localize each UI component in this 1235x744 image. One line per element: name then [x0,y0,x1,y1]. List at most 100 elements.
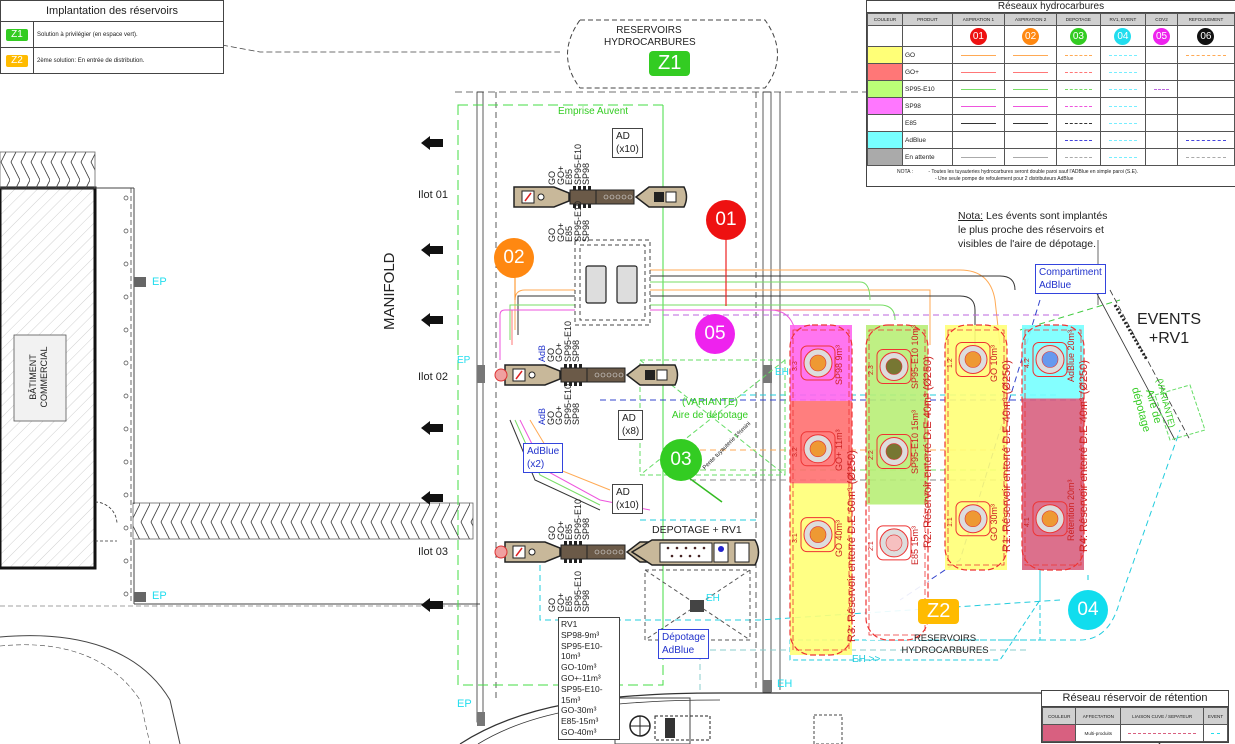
compartment-label: SP98 9m³ [834,344,844,385]
reseaux-product-row: En attente [867,148,1235,166]
bollard [123,261,129,267]
network-line-cell [1003,97,1058,115]
network-line-sample [1108,88,1138,90]
nota-events: Nota: Les évents sont implantés le plus … [958,210,1108,250]
ep-label: EP [457,355,471,366]
compartment-id: 3.2 [792,447,799,457]
rv1-list-item: SP98-9m³ [561,629,600,640]
bollard [123,492,129,498]
manhole-icon [800,431,836,467]
reseaux-number-cell: 06 [1176,25,1235,47]
network-line-cell [1099,80,1147,98]
network-line-cell [1176,63,1235,81]
rv1-list-item: GO-10m³ [561,662,597,673]
adblue-nozzle-icon [494,368,508,559]
manhole-icon [1032,501,1068,537]
network-line-cell [1003,114,1058,132]
manhole-icon [1032,342,1068,377]
network-line-cell [1099,114,1147,132]
network-line-sample [1065,156,1092,158]
network-line-cell [1099,97,1147,115]
network-line-cell [1145,97,1178,115]
reseaux-header-cell: RV1, EVENT [1099,13,1147,26]
tank-r4 [1021,324,1085,571]
eh-label: EH [775,367,789,378]
reseaux-header-cell: DEPOTAGE [1056,13,1101,26]
network-line-cell [1176,46,1235,64]
rv1-list-item: SP95-E10-10m³ [561,640,603,662]
network-line-sample [1108,105,1138,107]
product-color-swatch [867,131,903,149]
reseaux-header-cell: PRODUIT [902,13,953,26]
ep-label: EP [152,590,167,602]
manhole-icon [876,434,912,470]
z2-description: 2ème solution: En entrée de distribution… [37,57,145,64]
network-line-cell [1056,46,1101,64]
manifold-label: MANIFOLD [381,252,398,330]
network-line-sample [1013,54,1049,56]
tank-name: R4: Réservoir enterré D.E 40m³ (Ø250) [1078,360,1090,552]
network-line-cell [1099,63,1147,81]
compartment-label: SP95-E10 15m³ [910,409,920,474]
ilot-03-label: Ilot 03 [418,546,448,558]
tank-r1 [789,324,853,656]
retention-header: AFFECTATION [1075,707,1122,725]
product-color-swatch [867,63,903,81]
manifold-arrow-icon [421,136,443,150]
network-bubble-04: 04 [1068,590,1108,630]
reseaux-header-cell: COULEUR [867,13,903,26]
adblue-dispenser-box: AdBlue(x2) [523,443,564,473]
pump-product-label: SP98 [571,402,581,425]
bollard [123,393,129,399]
network-line-cell [951,97,1006,115]
network-line-cell [951,114,1006,132]
network-number-badge: 01 [969,27,987,45]
empty-cell [867,25,903,47]
network-line-cell [1056,63,1101,81]
z1-tag-large: Z1 [649,51,691,76]
compartment-label: E85 15m³ [910,525,920,565]
tank-name: R1: Réservoir enterré D.E 40m³ (Ø250) [1001,360,1013,552]
fuel-islands [494,186,760,566]
compartment-label: Rétention 20m³ [1066,479,1076,541]
tank-name: R2: Réservoir enterré D.E 40m³ (Ø250) [922,356,934,548]
retention-legend: Réseau réservoir de rétention COULEUR AF… [1041,690,1229,743]
network-line-cell [1056,114,1101,132]
z2-tag-large: Z2 [918,599,960,624]
z1-tag: Z1 [6,28,28,41]
manifold-arrow-icon [421,421,443,435]
network-line-sample [960,71,996,73]
retention-liaison-line [1120,724,1204,742]
compartment-label: GO 10m³ [989,344,999,382]
network-line-sample [1108,156,1138,158]
eh-label: EH [706,593,720,604]
tank-compartment [866,504,928,640]
network-line-cell [1099,131,1147,149]
compartment-id: 3.1 [792,532,799,543]
pump-product-label: SP98 [581,517,591,540]
network-bubble-02: 02 [494,238,534,278]
ep-label: EP [457,698,472,710]
reseaux-product-row: GO+ [867,63,1235,81]
network-line-sample [1065,122,1092,124]
network-line-sample [1013,105,1049,107]
network-line-cell [1176,80,1235,98]
reseaux-number-cell: 05 [1145,25,1178,47]
reseaux-number-cell: 03 [1056,25,1101,47]
reseaux-product-row: GO [867,46,1235,64]
tank-compartment [945,325,1007,448]
network-line-cell [1145,131,1178,149]
compartment-id: 2.2 [868,449,875,460]
product-name: En attente [902,148,953,166]
network-line-sample [1108,71,1138,73]
retention-header: EVENT [1202,707,1229,725]
implantation-legend: Implantation des réservoirs Z1 Solution … [0,0,224,74]
network-line-sample [960,156,996,158]
network-line-cell [1056,80,1101,98]
legend-row-z2: Z2 2ème solution: En entrée de distribut… [1,48,223,73]
network-number-badge: 02 [1022,27,1040,45]
